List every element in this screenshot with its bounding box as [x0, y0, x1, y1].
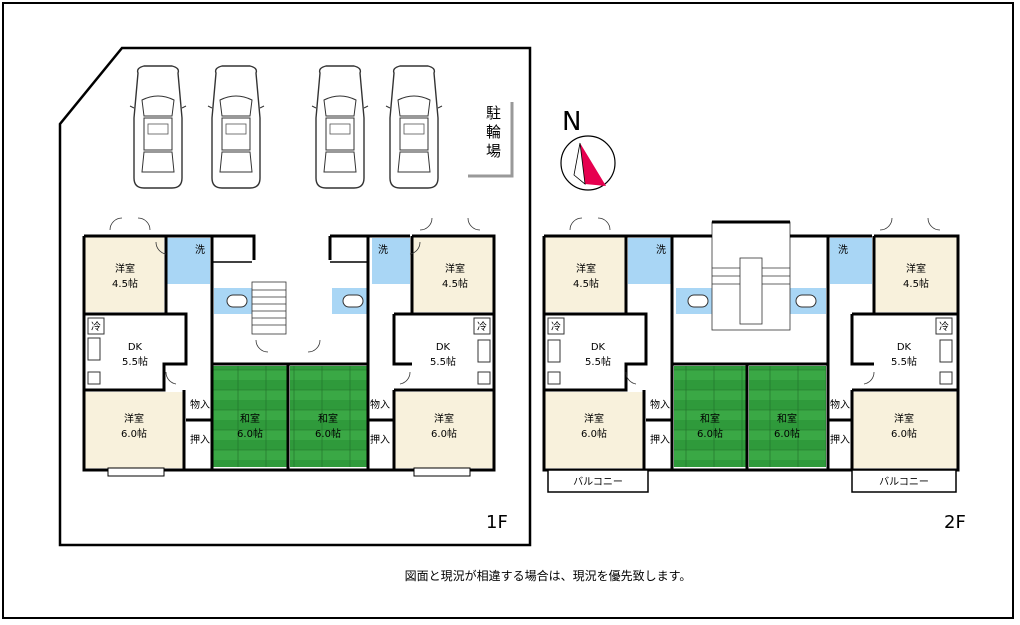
label-storage: 物入: [370, 398, 390, 411]
room-western-45-left: [84, 236, 164, 312]
car-icon: [129, 65, 187, 189]
floor-2-label: 2F: [944, 512, 966, 533]
balcony-left: [547, 469, 649, 493]
label-yoshitsu: 洋室: [576, 262, 596, 275]
label-yoshitsu: 洋室: [434, 412, 454, 425]
room-western-60-left: [84, 392, 184, 468]
label-closet: 押入: [650, 433, 670, 446]
room-japanese-left: [213, 366, 288, 467]
label-storage: 物入: [190, 398, 210, 411]
floor-1-label: 1F: [486, 512, 508, 533]
label-size: 5.5帖: [891, 355, 917, 368]
label-size: 6.0帖: [697, 427, 723, 440]
label-dk: DK: [897, 342, 912, 353]
balcony-right: [851, 469, 957, 493]
label-washitsu: 和室: [777, 412, 797, 425]
footer-note: 図面と現況が相違する場合は、現況を優先致します。: [405, 568, 692, 583]
label-size: 4.5帖: [573, 277, 599, 290]
floor-1-plan: [82, 217, 496, 477]
label-washitsu: 和室: [318, 412, 338, 425]
bike-parking-label-2: 輪: [486, 123, 501, 141]
room-labels: 洋室 4.5帖 DK 5.5帖 洋室 6.0帖 和室 6.0帖 和室 6.0帖 …: [91, 244, 949, 488]
label-storage: 物入: [830, 398, 850, 411]
floor-2-plan: [542, 217, 960, 493]
label-size: 5.5帖: [122, 355, 148, 368]
label-balcony: バルコニー: [879, 476, 929, 488]
washroom-right: [372, 238, 410, 284]
label-yoshitsu: 洋室: [584, 412, 604, 425]
label-washitsu: 和室: [240, 412, 260, 425]
label-closet: 押入: [190, 433, 210, 446]
label-storage: 物入: [650, 398, 670, 411]
parking-cars: [129, 65, 443, 189]
label-yoshitsu: 洋室: [445, 262, 465, 275]
bike-parking-label-1: 駐: [486, 104, 501, 122]
label-size: 6.0帖: [237, 427, 263, 440]
room-japanese-2f-right: [749, 366, 826, 467]
label-yoshitsu: 洋室: [906, 262, 926, 275]
label-closet: 押入: [370, 433, 390, 446]
car-icon: [385, 65, 443, 189]
label-size: 4.5帖: [903, 277, 929, 290]
outer-frame: [2, 2, 1014, 619]
label-size: 5.5帖: [585, 355, 611, 368]
room-japanese-right: [290, 366, 367, 467]
room-japanese-2f-left: [674, 366, 747, 467]
north-label: N: [562, 107, 581, 137]
label-wash: 洗: [656, 244, 666, 256]
label-size: 6.0帖: [121, 427, 147, 440]
car-icon: [311, 65, 369, 189]
lot-boundary: [58, 46, 532, 547]
label-yoshitsu: 洋室: [894, 412, 914, 425]
compass: N: [560, 107, 616, 191]
washroom-left: [166, 238, 210, 284]
label-balcony: バルコニー: [573, 476, 623, 488]
room-western-60-right: [394, 392, 494, 468]
label-fridge: 冷: [91, 320, 101, 333]
bike-parking-label-3: 場: [486, 142, 501, 160]
car-icon: [207, 65, 265, 189]
label-washitsu: 和室: [700, 412, 720, 425]
label-wash: 洗: [378, 244, 388, 256]
label-size: 5.5帖: [430, 355, 456, 368]
label-size: 6.0帖: [891, 427, 917, 440]
label-dk: DK: [436, 342, 451, 353]
label-dk: DK: [591, 342, 606, 353]
room-western-45-right: [412, 236, 494, 312]
label-wash: 洗: [195, 244, 205, 256]
label-size: 4.5帖: [442, 277, 468, 290]
label-size: 6.0帖: [774, 427, 800, 440]
label-size: 6.0帖: [431, 427, 457, 440]
label-yoshitsu: 洋室: [115, 262, 135, 275]
label-size: 6.0帖: [581, 427, 607, 440]
north-arrow-icon: [580, 143, 606, 186]
bike-parking-marker: [468, 102, 514, 178]
label-wash: 洗: [838, 244, 848, 256]
label-closet: 押入: [830, 433, 850, 446]
label-size: 6.0帖: [315, 427, 341, 440]
label-fridge: 冷: [477, 320, 487, 333]
label-fridge: 冷: [551, 320, 561, 333]
label-yoshitsu: 洋室: [124, 412, 144, 425]
label-fridge: 冷: [939, 320, 949, 333]
label-dk: DK: [128, 342, 143, 353]
label-size: 4.5帖: [112, 277, 138, 290]
